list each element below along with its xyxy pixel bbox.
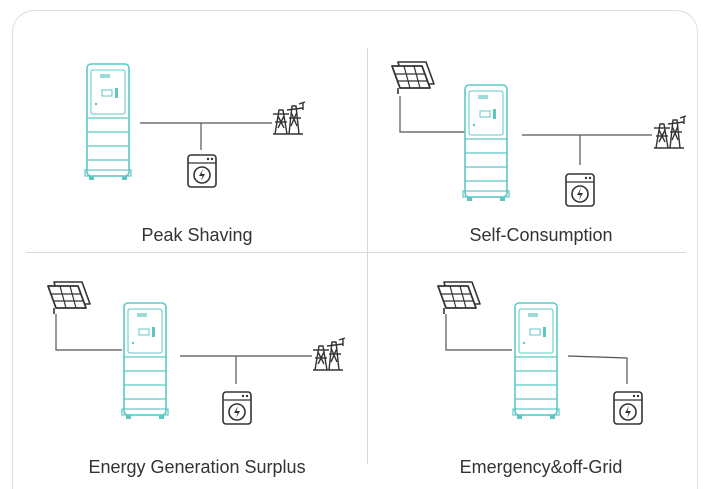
connection-line (567, 355, 628, 384)
caption-energy-generation-surplus: Energy Generation Surplus (88, 457, 306, 477)
power-grid-tower-icon (653, 115, 687, 149)
connection-line (55, 314, 122, 351)
outer-card-frame (12, 10, 698, 489)
solar-panel-icon (47, 281, 91, 315)
washing-machine-icon (613, 391, 643, 425)
panel-emergency-off-grid (437, 281, 643, 425)
solar-panel-icon (391, 61, 435, 95)
connection-line (399, 96, 466, 133)
battery-storage-cabinet-icon (121, 302, 169, 420)
panel-peak-shaving (84, 63, 306, 188)
horizontal-divider (26, 252, 686, 253)
washing-machine-icon (187, 154, 217, 188)
power-grid-tower-icon (272, 101, 306, 135)
washing-machine-icon (222, 391, 252, 425)
washing-machine-icon (565, 173, 595, 207)
caption-self-consumption: Self-Consumption (469, 225, 613, 245)
connection-line (445, 314, 512, 351)
caption-peak-shaving: Peak Shaving (141, 225, 253, 245)
caption-emergency-off-grid: Emergency&off-Grid (459, 457, 623, 477)
battery-storage-cabinet-icon (84, 63, 132, 181)
vertical-divider (367, 48, 368, 464)
battery-storage-cabinet-icon (512, 302, 560, 420)
panel-energy-generation-surplus (47, 281, 346, 425)
solar-panel-icon (437, 281, 481, 315)
power-grid-tower-icon (312, 337, 346, 371)
battery-storage-cabinet-icon (462, 84, 510, 202)
panel-self-consumption (391, 61, 687, 207)
